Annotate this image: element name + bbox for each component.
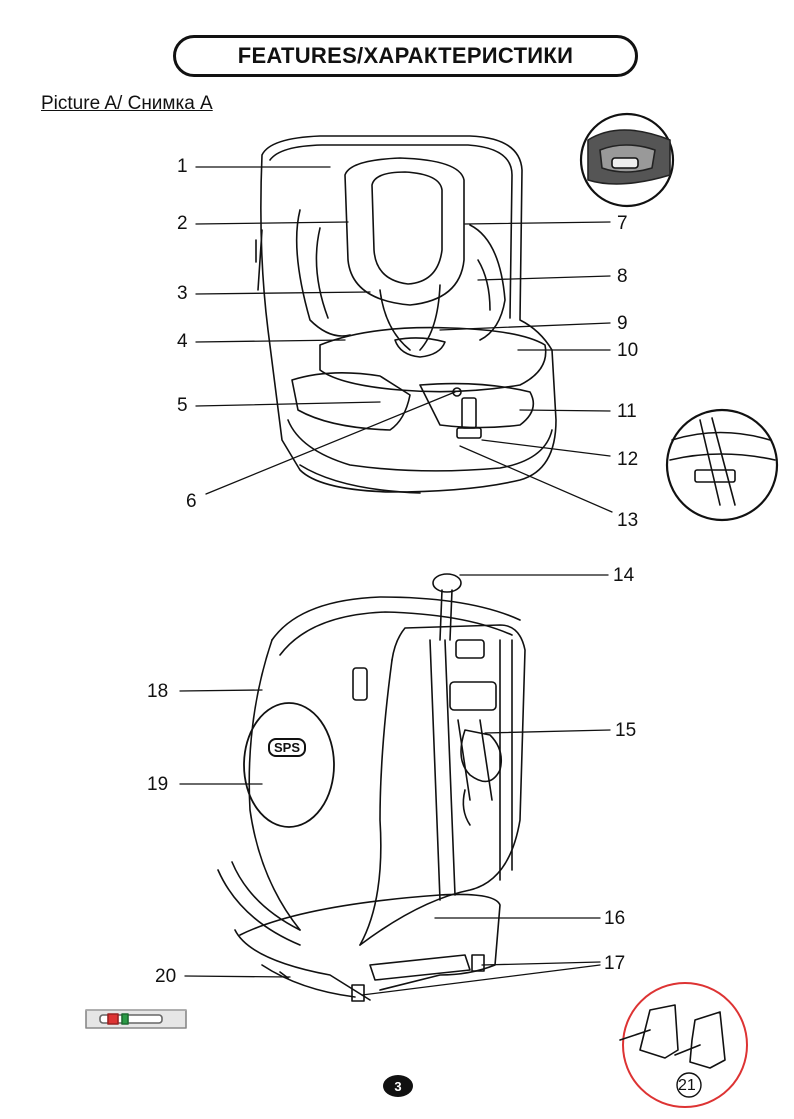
callout-20: 20 xyxy=(155,967,176,986)
sps-logo: SPS xyxy=(268,738,306,757)
inset-detail-top xyxy=(581,114,673,206)
isofix-indicator xyxy=(86,1010,186,1028)
callout-21: 21 xyxy=(678,1076,696,1095)
callout-4: 4 xyxy=(177,332,188,351)
callout-2: 2 xyxy=(177,214,188,233)
seat-rear-view xyxy=(218,574,525,1001)
callout-6: 6 xyxy=(186,492,197,511)
callout-16: 16 xyxy=(604,909,625,928)
callout-18: 18 xyxy=(147,682,168,701)
callout-5: 5 xyxy=(177,396,188,415)
callout-17: 17 xyxy=(604,954,625,973)
callout-15: 15 xyxy=(615,721,636,740)
callout-19: 19 xyxy=(147,775,168,794)
callout-lines-front xyxy=(196,167,612,512)
callout-7: 7 xyxy=(617,214,628,233)
inset-detail-buckle xyxy=(667,410,777,520)
callout-3: 3 xyxy=(177,284,188,303)
callout-11: 11 xyxy=(617,402,637,421)
callout-8: 8 xyxy=(617,267,628,286)
seat-front-view xyxy=(256,136,556,493)
callout-1: 1 xyxy=(177,157,188,176)
callout-12: 12 xyxy=(617,450,638,469)
callout-14: 14 xyxy=(613,566,634,585)
callout-9: 9 xyxy=(617,314,628,333)
page-number: 3 xyxy=(383,1075,413,1097)
callout-13: 13 xyxy=(617,511,638,530)
callout-10: 10 xyxy=(617,341,638,360)
